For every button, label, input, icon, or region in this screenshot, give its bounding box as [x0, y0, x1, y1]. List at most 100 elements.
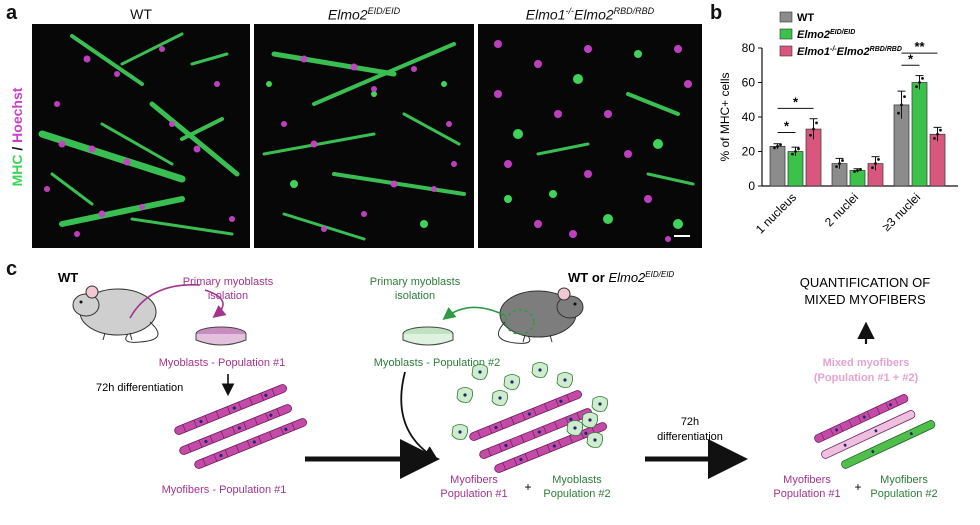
y-tick-label: 80: [742, 41, 756, 55]
data-point: [853, 170, 856, 173]
y-tick-label: 20: [742, 145, 756, 159]
data-point: [900, 103, 903, 107]
legend-swatch-rbd: [779, 45, 793, 57]
right-myofibers-label: Myofibers: [783, 474, 831, 486]
quant-line1: QUANTIFICATION OF: [800, 275, 931, 290]
primary-isolation-1b: isolation: [208, 290, 248, 302]
data-point: [921, 76, 924, 80]
x-tick-label: ≥3 nuclei: [879, 190, 923, 234]
mid-myoblasts-label: Myoblasts: [552, 474, 602, 486]
significance-star: *: [908, 51, 914, 66]
bar-chart: WT Elmo2EID/EID Elmo1-/-Elmo2RBD/RBD % o…: [718, 11, 958, 236]
significance-markers: *****: [777, 39, 938, 134]
primary-isolation-2b: isolation: [395, 290, 435, 302]
panel-b-letter: b: [710, 2, 723, 24]
micrograph-wt: [32, 24, 250, 248]
data-point: [939, 128, 942, 132]
data-point: [918, 81, 921, 84]
label-elmo2-eid: Elmo2EID/EID: [327, 6, 401, 23]
legend-wt: WT: [797, 12, 814, 24]
chart-legend: WT Elmo2EID/EID Elmo1-/-Elmo2RBD/RBD: [779, 11, 902, 58]
right-plus: +: [854, 480, 861, 494]
data-point: [791, 152, 794, 156]
significance-star: **: [914, 39, 925, 54]
bar: [787, 151, 804, 187]
panel-a-letter: a: [6, 2, 18, 24]
data-point: [776, 144, 779, 148]
label-wt: WT: [130, 6, 152, 22]
myoblasts-pop1-label: Myoblasts - Population #1: [159, 357, 286, 369]
panel-c-letter: c: [6, 258, 18, 280]
petri-dish-1-icon: [195, 326, 247, 346]
mixed-culture-icon: [451, 362, 609, 475]
data-point: [773, 146, 776, 150]
mouse-1-icon: [72, 285, 159, 343]
myoblasts-pop2-label: Myoblasts - Population #2: [374, 357, 501, 369]
schematic: WT Primary myoblasts isolation Myoblasts…: [58, 270, 938, 500]
stain-side-label: MHC / Hoechst: [9, 87, 25, 187]
quant-line2: MIXED MYOFIBERS: [804, 292, 926, 307]
wt-or-elmo2-label: WT or Elmo2EID/EID: [568, 270, 674, 285]
micrograph-elmo1-elmo2-rbd: [478, 24, 702, 248]
legend-swatch-wt: [779, 11, 793, 23]
bar: [929, 133, 946, 187]
x-tick-label: 1 nucleus: [753, 190, 799, 236]
legend-rbd: Elmo1-/-Elmo2RBD/RBD: [797, 46, 902, 58]
bar: [911, 82, 928, 187]
mixed-line1: Mixed myofibers: [823, 357, 910, 369]
myofibers-1-icon: [173, 382, 309, 471]
data-point: [797, 147, 800, 151]
data-point: [835, 165, 838, 169]
data-point: [915, 85, 918, 89]
data-point: [809, 133, 812, 137]
bar: [849, 170, 866, 187]
data-point: [815, 121, 818, 125]
data-point: [838, 162, 841, 165]
mixed-myofibers-icon: [812, 392, 936, 469]
diff-72h-2: 72h: [681, 416, 699, 428]
data-point: [933, 136, 936, 140]
data-point: [877, 158, 880, 161]
mid-myofibers-label: Myofibers: [450, 474, 498, 486]
mixed-line2: (Population #1 + #2): [814, 372, 919, 384]
data-point: [859, 168, 862, 171]
mid-pop2-label: Population #2: [543, 488, 610, 500]
x-axis-labels: 1 nucleus 2 nuclei ≥3 nuclei: [753, 190, 923, 236]
bars: [769, 75, 946, 187]
significance-star: *: [784, 119, 790, 134]
primary-isolation-2: Primary myoblasts: [370, 276, 461, 288]
legend-eid: Elmo2EID/EID: [797, 29, 855, 41]
diff-72h-label: 72h differentiation: [96, 382, 183, 394]
data-point: [874, 162, 877, 165]
y-axis-label: % of MHC+ cells: [718, 72, 732, 161]
bar: [769, 145, 786, 187]
primary-isolation-1: Primary myoblasts: [183, 276, 274, 288]
petri-dish-2-icon: [402, 326, 454, 346]
significance-star: *: [793, 94, 799, 109]
data-point: [856, 169, 859, 172]
micrograph-elmo2-eid: [254, 24, 474, 248]
myofibers-pop1-label: Myofibers - Population #1: [162, 484, 287, 496]
right-pop1-label: Population #1: [773, 488, 840, 500]
diff-word-2: differentiation: [657, 431, 723, 443]
data-point: [903, 95, 906, 99]
data-point: [936, 132, 939, 136]
y-tick-label: 40: [742, 110, 756, 124]
data-point: [871, 166, 874, 170]
label-elmo1-elmo2-rbd: Elmo1-/-Elmo2RBD/RBD: [525, 6, 655, 23]
data-point: [812, 127, 815, 131]
right-myofibers2-label: Myofibers: [880, 474, 928, 486]
right-pop2-label: Population #2: [870, 488, 937, 500]
data-point: [897, 111, 900, 115]
data-point: [794, 150, 797, 153]
wt-label: WT: [58, 270, 78, 285]
mid-pop1-label: Population #1: [440, 488, 507, 500]
y-tick-label: 0: [748, 179, 755, 193]
legend-swatch-eid: [779, 28, 793, 40]
x-tick-label: 2 nuclei: [822, 190, 861, 229]
mid-plus: +: [524, 480, 531, 494]
data-point: [841, 159, 844, 162]
y-tick-label: 60: [742, 76, 756, 90]
data-point: [779, 143, 782, 147]
mouse-2-icon: [497, 287, 584, 344]
